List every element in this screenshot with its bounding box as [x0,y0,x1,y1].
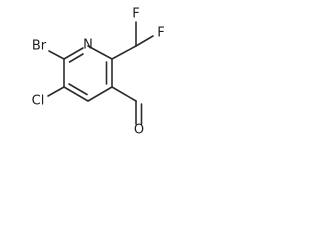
ring-bond-c6-n [63,47,84,60]
bond-chf2-f-right [135,35,154,47]
bond-c6-br [48,50,65,60]
ring-bond-n-c2 [87,45,113,60]
atom-bromine: Br [32,39,47,54]
bond-c3-cho [111,86,137,102]
atom-fluorine-top: F [132,7,139,22]
bond-c2-chf2 [111,45,137,60]
ring-bond-c3-c4 [87,86,113,102]
ring-bond-c4-c5 [63,86,89,102]
atom-chlorine: Cl [32,94,45,109]
atom-fluorine-right: F [157,26,164,41]
bond-c5-cl [47,86,65,97]
atom-nitrogen: N [83,38,93,53]
ring-bond-c4-c5-inner [68,83,88,96]
chemical-structure-diagram: F F N Br Cl O [32,7,165,138]
ring-bond-c6-n-inner [68,53,84,63]
atom-oxygen: O [134,123,144,138]
